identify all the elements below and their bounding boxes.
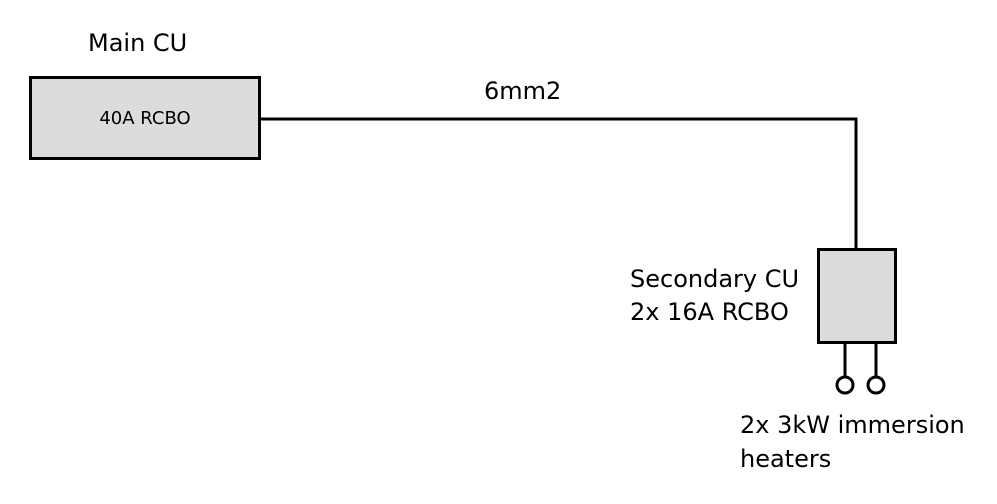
cable-size-label: 6mm2 [484,77,562,105]
heaters-label-line2: heaters [740,445,832,473]
heaters-label-line1: 2x 3kW immersion [740,411,965,439]
secondary-cu-label: Secondary CU 2x 16A RCBO [630,263,799,329]
heater-terminal-left [835,375,855,395]
cable-6mm2-line [261,117,858,249]
secondary-cu-device: 2x 16A RCBO [630,298,789,326]
secondary-cu-title: Secondary CU [630,265,800,293]
heaters-label: 2x 3kW immersion heaters [740,408,965,476]
secondary-cu-box [817,248,897,344]
main-cu-device-label: 40A RCBO [99,107,191,129]
heater-terminal-right [866,375,886,395]
main-cu-box: 40A RCBO [29,76,261,160]
main-cu-title: Main CU [88,29,188,57]
